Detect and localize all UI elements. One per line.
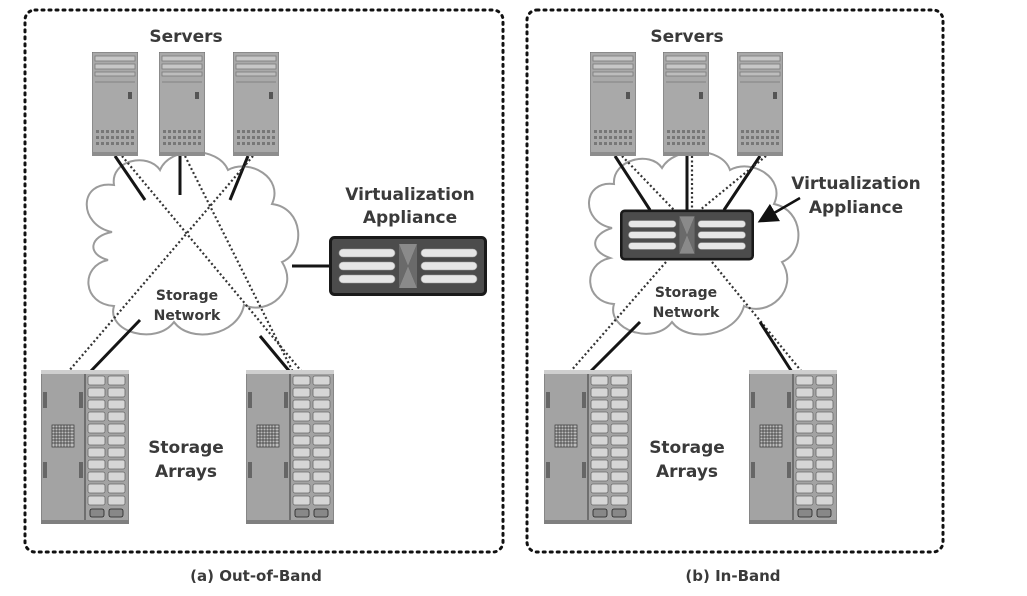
panel-b-border [525,8,945,554]
server-3 [737,52,783,156]
panel-a-border [23,8,505,554]
arrays-label-line1: Storage [649,438,725,458]
link-lines [569,155,803,374]
arrays-label-line2: Arrays [656,462,718,482]
caption-b: (b) In-Band [685,567,780,585]
arrays-label-line2: Arrays [155,462,217,482]
storage-network-cloud [85,151,300,336]
server-2 [663,52,709,156]
storage-array-2 [246,370,334,524]
storage-array-1 [41,370,129,524]
servers-label: Servers [149,27,222,47]
server-1 [92,52,138,156]
server-3 [233,52,279,156]
arrays-label-line1: Storage [148,438,224,458]
network-label-line2: Network [154,308,221,324]
server-2 [159,52,205,156]
server-1 [590,52,636,156]
link-lines [67,155,330,374]
storage-array-2 [749,370,837,524]
appliance-label-line1: Virtualization [345,185,475,205]
virtualization-appliance [329,236,487,296]
storage-array-1 [544,370,632,524]
network-label-line1: Storage [156,288,218,304]
appliance-pointer-arrow [757,196,801,223]
panel-in-band: Servers Virtualization Appliance Storage… [525,8,945,585]
servers-label: Servers [650,27,723,47]
appliance-label-line1: Virtualization [791,174,921,194]
panel-out-of-band: Servers Virtualization Appliance Storage… [23,8,505,585]
appliance-label-line2: Appliance [809,198,903,218]
appliance-label-line2: Appliance [363,208,457,228]
network-label-line2: Network [653,305,720,321]
caption-a: (a) Out-of-Band [190,567,322,585]
virtualization-appliance [620,209,754,261]
network-label-line1: Storage [655,285,717,301]
